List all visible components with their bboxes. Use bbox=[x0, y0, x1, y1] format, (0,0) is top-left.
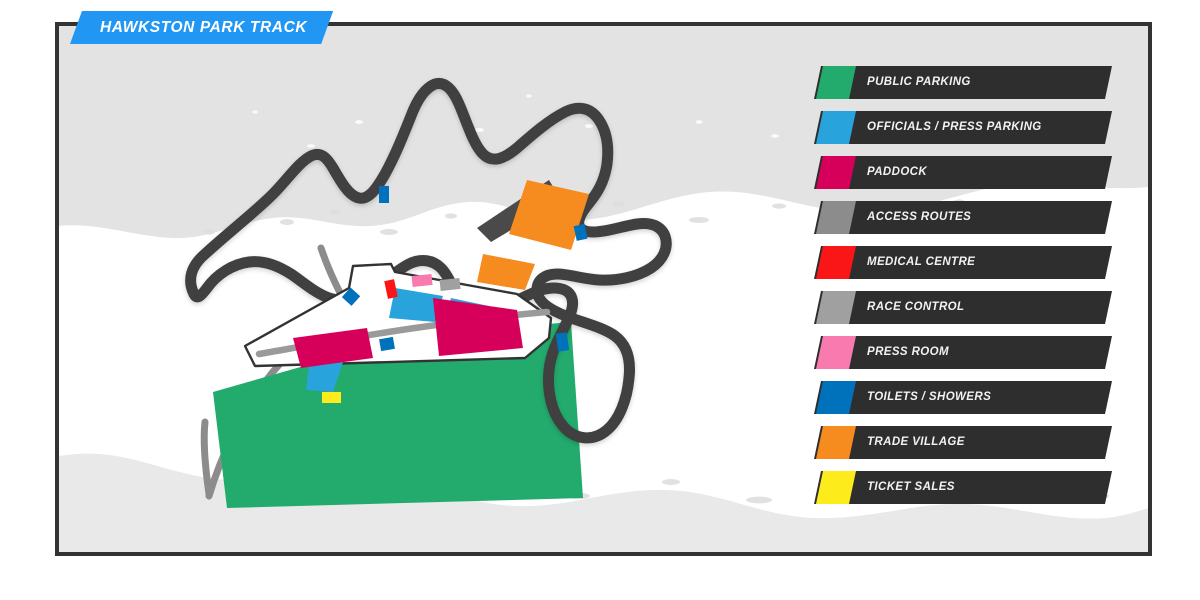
legend-swatch-race-control bbox=[816, 291, 856, 324]
legend-item-paddock[interactable]: PADDOCK bbox=[814, 156, 1144, 189]
public-parking-area bbox=[213, 322, 583, 508]
legend-label: PRESS ROOM bbox=[867, 346, 949, 358]
marker-press-room bbox=[411, 273, 433, 288]
legend-plate bbox=[814, 246, 1112, 279]
legend-label: MEDICAL CENTRE bbox=[867, 256, 976, 268]
legend-swatch-public-parking bbox=[816, 66, 856, 99]
poster-frame: PUBLIC PARKING OFFICIALS / PRESS PARKING… bbox=[55, 22, 1152, 556]
legend-plate bbox=[814, 156, 1112, 189]
legend-swatch-ticket-sales bbox=[816, 471, 856, 504]
facility-markers bbox=[322, 186, 588, 403]
legend-swatch-access-routes bbox=[816, 201, 856, 234]
legend-item-medical-centre[interactable]: MEDICAL CENTRE bbox=[814, 246, 1144, 279]
paddock-block-east bbox=[433, 298, 523, 356]
legend-label: TICKET SALES bbox=[867, 481, 955, 493]
legend-item-race-control[interactable]: RACE CONTROL bbox=[814, 291, 1144, 324]
trade-village-annex bbox=[477, 254, 535, 290]
legend-plate bbox=[814, 291, 1112, 324]
poster-canvas: PUBLIC PARKING OFFICIALS / PRESS PARKING… bbox=[59, 26, 1148, 552]
legend-item-public-parking[interactable]: PUBLIC PARKING bbox=[814, 66, 1144, 99]
marker-medical-centre bbox=[384, 279, 398, 299]
legend-item-trade-village[interactable]: TRADE VILLAGE bbox=[814, 426, 1144, 459]
officials-parking-west bbox=[306, 362, 343, 392]
legend-label: TRADE VILLAGE bbox=[867, 436, 965, 448]
legend-label: PADDOCK bbox=[867, 166, 928, 178]
legend-swatch-medical-centre bbox=[816, 246, 856, 279]
legend-label: OFFICIALS / PRESS PARKING bbox=[867, 121, 1042, 133]
marker-toilets-west bbox=[341, 287, 361, 306]
page-title: HAWKSTON PARK TRACK bbox=[70, 11, 333, 44]
legend-swatch-paddock bbox=[816, 156, 856, 189]
legend-swatch-toilets-showers bbox=[816, 381, 856, 414]
legend-swatch-officials-press-parking bbox=[816, 111, 856, 144]
legend-label: PUBLIC PARKING bbox=[867, 76, 971, 88]
legend-plate bbox=[814, 426, 1112, 459]
paddock-block-west bbox=[293, 328, 373, 368]
marker-toilets-trade bbox=[573, 223, 588, 241]
legend-swatch-press-room bbox=[816, 336, 856, 369]
legend-label: ACCESS ROUTES bbox=[867, 211, 972, 223]
legend-plate bbox=[814, 336, 1112, 369]
legend-item-officials-press-parking[interactable]: OFFICIALS / PRESS PARKING bbox=[814, 111, 1144, 144]
marker-toilets-infield bbox=[379, 186, 389, 203]
legend-item-ticket-sales[interactable]: TICKET SALES bbox=[814, 471, 1144, 504]
marker-toilets-paddock-east bbox=[555, 332, 570, 352]
legend-label: RACE CONTROL bbox=[867, 301, 965, 313]
marker-ticket-sales bbox=[322, 392, 341, 403]
legend-plate bbox=[814, 381, 1112, 414]
race-circuit bbox=[185, 77, 672, 444]
legend-plate bbox=[814, 471, 1112, 504]
officials-parking-north bbox=[389, 288, 443, 322]
marker-toilets-paddock-west bbox=[379, 336, 395, 352]
legend-item-press-room[interactable]: PRESS ROOM bbox=[814, 336, 1144, 369]
trade-village-main bbox=[509, 180, 589, 250]
legend-swatch-trade-village bbox=[816, 426, 856, 459]
marker-race-control bbox=[439, 277, 461, 292]
legend-label: TOILETS / SHOWERS bbox=[867, 391, 992, 403]
access-road-3 bbox=[200, 418, 213, 498]
map-legend: PUBLIC PARKING OFFICIALS / PRESS PARKING… bbox=[814, 66, 1144, 516]
legend-item-toilets-showers[interactable]: TOILETS / SHOWERS bbox=[814, 381, 1144, 414]
legend-item-access-routes[interactable]: ACCESS ROUTES bbox=[814, 201, 1144, 234]
